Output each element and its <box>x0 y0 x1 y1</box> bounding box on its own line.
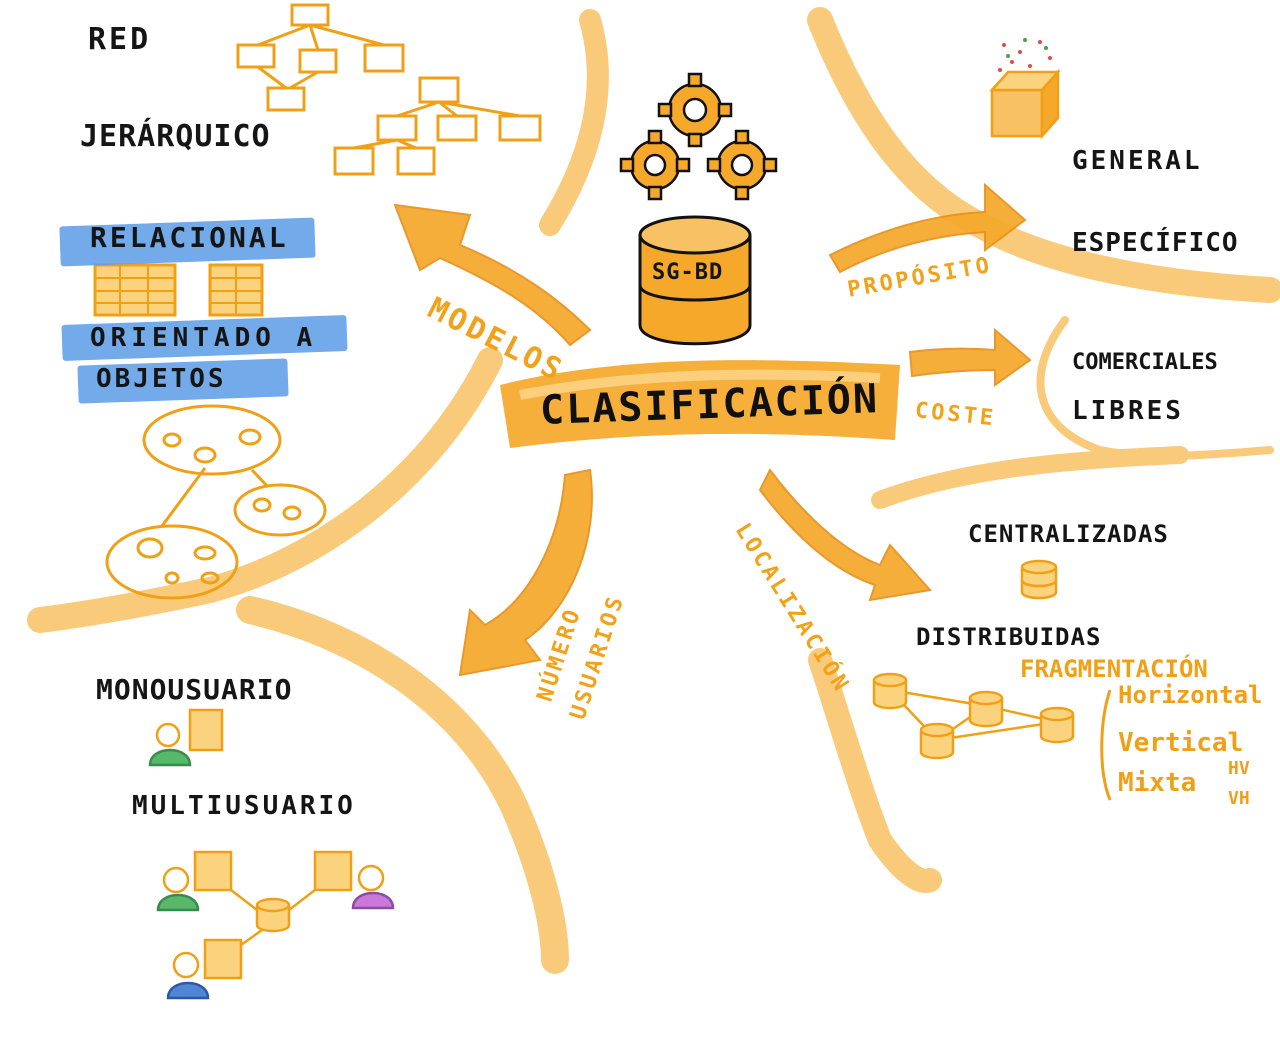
user-laptop-icon <box>148 708 395 1000</box>
label-multiusuario: MULTIUSUARIO <box>132 791 356 821</box>
label-libres: LIBRES <box>1072 396 1184 426</box>
label-vh: VH <box>1228 788 1250 809</box>
network-icon <box>872 672 1075 760</box>
label-orientado: ORIENTADO A <box>90 323 318 353</box>
db-label: SG-BD <box>652 260 724 285</box>
label-hv: HV <box>1228 758 1250 779</box>
label-relacional: RELACIONAL <box>90 221 289 254</box>
label-mixta: Mixta <box>1118 768 1197 798</box>
particles <box>998 38 1052 72</box>
label-distribuidas: DISTRIBUIDAS <box>916 623 1102 651</box>
tree-icon <box>236 3 405 112</box>
label-centralizadas: CENTRALIZADAS <box>968 520 1169 548</box>
label-red: RED <box>88 22 152 57</box>
gear-icon <box>619 72 778 201</box>
database-icon <box>638 215 752 346</box>
label-comerciales: COMERCIALES <box>1072 350 1218 375</box>
label-horizontal: Horizontal <box>1118 681 1263 709</box>
label-fragmentacion: FRAGMENTACIÓN <box>1020 655 1208 683</box>
branch-arrows <box>393 182 1032 677</box>
label-especifico: ESPECÍFICO <box>1072 228 1239 258</box>
label-monousuario: MONOUSUARIO <box>96 673 293 706</box>
box-icon <box>989 68 1061 140</box>
label-jerarquico: JERÁRQUICO <box>80 119 271 154</box>
center-title: CLASIFICACIÓN <box>539 376 880 434</box>
swoosh-bands <box>27 7 1280 974</box>
label-general: GENERAL <box>1072 146 1203 176</box>
label-vertical: Vertical <box>1118 728 1244 758</box>
label-objetos: OBJETOS <box>96 364 227 394</box>
objects-icon <box>105 404 327 600</box>
